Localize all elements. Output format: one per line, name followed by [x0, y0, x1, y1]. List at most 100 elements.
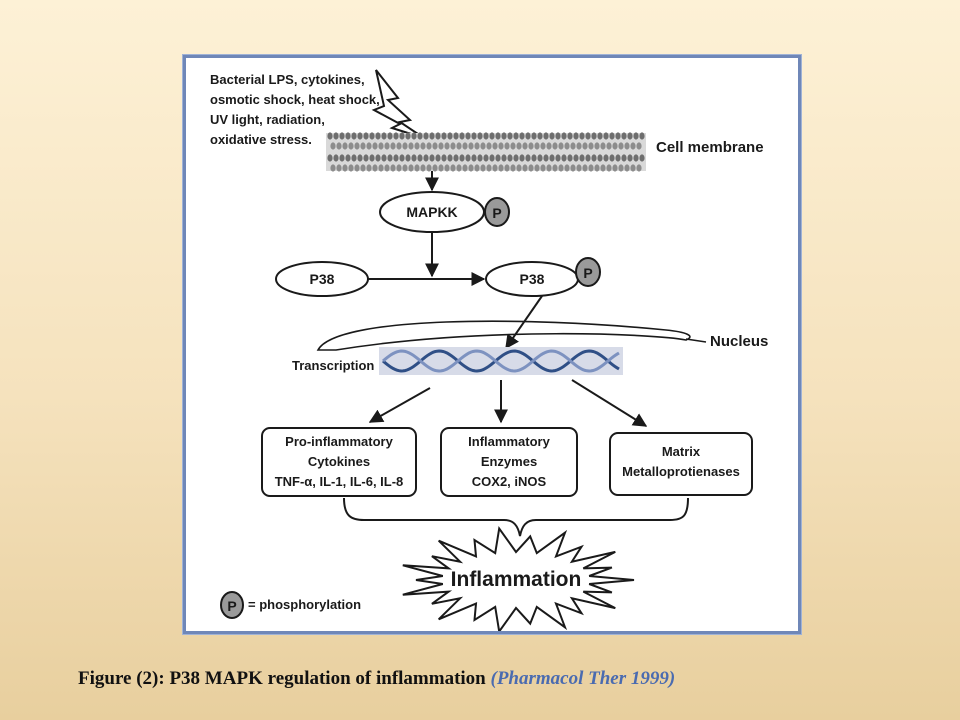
- membrane-lipid-head: [345, 154, 351, 162]
- stimuli-text: Bacterial LPS, cytokines, osmotic shock,…: [210, 72, 380, 147]
- membrane-lipid-head: [540, 142, 546, 150]
- membrane-lipid-head: [450, 142, 456, 150]
- membrane-lipid-head: [552, 164, 558, 172]
- box-matrix: [609, 432, 753, 496]
- membrane-lipid-head: [528, 164, 534, 172]
- box-matrix-line-2: Metalloprotienases: [622, 464, 740, 479]
- membrane-lipid-head: [462, 142, 468, 150]
- box-enzymes-line-1: Inflammatory: [468, 434, 550, 449]
- merge-bracket: [343, 497, 689, 537]
- membrane-lipid-head: [576, 142, 582, 150]
- membrane-lipid-head: [372, 142, 378, 150]
- membrane-lipid-head: [522, 164, 528, 172]
- membrane-lipid-head: [444, 164, 450, 172]
- membrane-lipid-head: [342, 164, 348, 172]
- membrane-lipid-head: [537, 154, 543, 162]
- cell-membrane: [326, 132, 646, 172]
- membrane-lipid-head: [333, 154, 339, 162]
- mapkk-phospho-marker: [484, 197, 510, 227]
- membrane-lipid-head: [432, 164, 438, 172]
- membrane-lipid-head: [594, 142, 600, 150]
- membrane-lipid-head: [333, 132, 339, 140]
- membrane-lipid-head: [630, 142, 636, 150]
- membrane-lipid-head: [465, 132, 471, 140]
- membrane-lipid-head: [417, 132, 423, 140]
- membrane-lipid-head: [492, 164, 498, 172]
- membrane-lipid-head: [546, 164, 552, 172]
- membrane-lipid-head: [600, 142, 606, 150]
- membrane-lipid-head: [477, 132, 483, 140]
- dna-strand-a: [382, 349, 620, 373]
- membrane-lipid-head: [483, 132, 489, 140]
- membrane-lipid-head: [582, 164, 588, 172]
- membrane-lipid-head: [354, 142, 360, 150]
- membrane-lipid-head: [531, 154, 537, 162]
- box-matrix-line-1: Matrix: [662, 444, 701, 459]
- membrane-lipid-head: [375, 132, 381, 140]
- stimuli-line-3: UV light, radiation,: [210, 112, 325, 127]
- membrane-lipid-head: [633, 132, 639, 140]
- membrane-lipid-head: [513, 154, 519, 162]
- membrane-lipid-head: [426, 142, 432, 150]
- membrane-lipid-head: [531, 132, 537, 140]
- membrane-lipid-head: [408, 164, 414, 172]
- membrane-lipid-head: [537, 132, 543, 140]
- membrane-lipid-head: [399, 132, 405, 140]
- lightning-bolt-icon: [371, 69, 425, 139]
- membrane-lipid-head: [585, 132, 591, 140]
- membrane-lipid-head: [570, 142, 576, 150]
- membrane-lipid-head: [423, 132, 429, 140]
- transcription-label: Transcription: [292, 358, 374, 373]
- membrane-lipid-head: [516, 142, 522, 150]
- membrane-lipid-head: [621, 154, 627, 162]
- membrane-lipid-head: [501, 132, 507, 140]
- inflammation-label: Inflammation: [451, 568, 582, 591]
- membrane-lipid-head: [591, 132, 597, 140]
- membrane-lipid-head: [393, 132, 399, 140]
- p38-label: P38: [310, 271, 335, 287]
- legend-phospho-marker: [220, 591, 244, 619]
- membrane-lipid-head: [453, 132, 459, 140]
- membrane-lipid-head: [432, 142, 438, 150]
- membrane-lipid-head: [399, 154, 405, 162]
- membrane-lipid-head: [390, 164, 396, 172]
- membrane-lipid-head: [336, 142, 342, 150]
- membrane-lipid-head: [609, 132, 615, 140]
- membrane-lipid-head: [606, 164, 612, 172]
- arrow-dna-to-cytokines: [368, 387, 431, 423]
- membrane-lipid-head: [522, 142, 528, 150]
- membrane-lipid-head: [576, 164, 582, 172]
- membrane-lipid-head: [357, 132, 363, 140]
- box-enzymes-line-2: Enzymes: [481, 454, 537, 469]
- membrane-lipid-head: [435, 154, 441, 162]
- membrane-lipid-head: [390, 142, 396, 150]
- membrane-lipid-head: [504, 142, 510, 150]
- membrane-lipid-head: [336, 164, 342, 172]
- membrane-lipid-head: [525, 154, 531, 162]
- membrane-lipid-head: [351, 132, 357, 140]
- membrane-lipid-head: [510, 164, 516, 172]
- membrane-lipid-head: [495, 132, 501, 140]
- membrane-lipid-head: [366, 142, 372, 150]
- membrane-lipid-head: [393, 154, 399, 162]
- membrane-lipid-head: [579, 132, 585, 140]
- membrane-lipid-head: [582, 142, 588, 150]
- membrane-lipid-head: [339, 154, 345, 162]
- membrane-lipid-head: [492, 142, 498, 150]
- membrane-lipid-head: [567, 154, 573, 162]
- membrane-lipid-head: [438, 142, 444, 150]
- dna-helix: [382, 349, 620, 373]
- membrane-lipid-head: [519, 132, 525, 140]
- membrane-lipid-head: [564, 164, 570, 172]
- membrane-lipid-head: [573, 154, 579, 162]
- membrane-lipid-head: [588, 142, 594, 150]
- membrane-lipid-heads: [327, 132, 645, 172]
- membrane-lipid-head: [384, 142, 390, 150]
- stimuli-line-2: osmotic shock, heat shock,: [210, 92, 380, 107]
- membrane-lipid-head: [555, 154, 561, 162]
- membrane-lipid-head: [456, 164, 462, 172]
- membrane-lipid-head: [597, 132, 603, 140]
- membrane-lipid-head: [405, 154, 411, 162]
- membrane-lipid-head: [573, 132, 579, 140]
- membrane-lipid-head: [327, 154, 333, 162]
